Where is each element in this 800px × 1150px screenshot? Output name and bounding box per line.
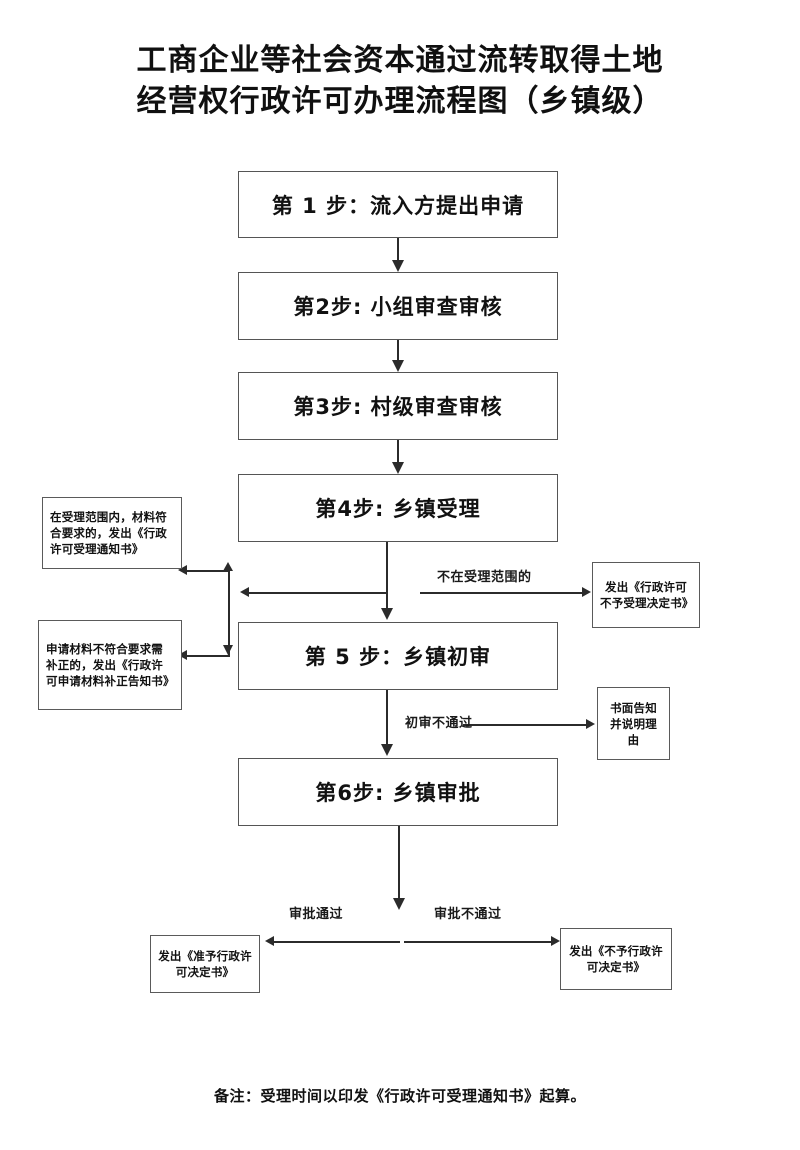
connector-correction-to-note <box>184 655 230 657</box>
arrowhead-correction-dropper <box>223 645 233 655</box>
step-2-box: 第2步: 小组审查审核 <box>238 272 558 340</box>
connector-approval-fail <box>404 941 552 943</box>
arrowhead-step6-split <box>393 898 405 910</box>
arrowhead-accept-to-note <box>178 565 187 575</box>
arrowhead-accept-riser <box>223 562 233 571</box>
connector-step2-step3 <box>397 340 399 362</box>
edge-label-not-in-scope: 不在受理范围的 <box>437 570 532 585</box>
connector-step4-step5 <box>386 542 388 610</box>
arrowhead-step1-step2 <box>392 260 404 272</box>
note-not-in-scope-result-text: 发出《行政许可不予受理决定书》 <box>600 580 694 610</box>
arrowhead-approval-fail <box>551 936 560 946</box>
connector-step6-split <box>398 826 400 902</box>
arrowhead-first-review-fail <box>586 719 595 729</box>
connector-approval-pass <box>272 941 400 943</box>
step-5-label: 第 5 步：乡镇初审 <box>304 645 492 669</box>
connector-accept-to-note <box>184 570 229 572</box>
note-accept-in-scope-text: 在受理范围内，材料符合要求的，发出《行政许可受理通知书》 <box>50 510 167 556</box>
arrowhead-step4-left-run <box>240 587 249 597</box>
arrowhead-step5-step6 <box>381 744 393 756</box>
note-approve-result: 发出《准予行政许可决定书》 <box>150 935 260 993</box>
edge-label-approval-fail: 审批不通过 <box>434 907 502 922</box>
connector-step1-step2 <box>397 238 399 262</box>
connector-correction-dropper <box>228 600 230 656</box>
arrowhead-step2-step3 <box>392 360 404 372</box>
step-3-box: 第3步: 村级审查审核 <box>238 372 558 440</box>
arrowhead-correction-to-note <box>178 650 187 660</box>
step-4-box: 第4步: 乡镇受理 <box>238 474 558 542</box>
footer-remark: 备注：受理时间以印发《行政许可受理通知书》起算。 <box>213 1087 586 1105</box>
connector-first-review-fail <box>463 724 588 726</box>
edge-label-approval-pass: 审批通过 <box>289 907 344 922</box>
step-6-label: 第6步: 乡镇审批 <box>315 781 481 805</box>
connector-step5-step6 <box>386 690 388 746</box>
arrowhead-step3-step4 <box>392 462 404 474</box>
note-reject-result-text: 发出《不予行政许可决定书》 <box>569 944 663 974</box>
note-need-correction: 申请材料不符合要求需补正的，发出《行政许可申请材料补正告知书》 <box>38 620 182 710</box>
step-5-box: 第 5 步：乡镇初审 <box>238 622 558 690</box>
page-title: 工商企业等社会资本通过流转取得土地 经营权行政许可办理流程图（乡镇级） <box>0 40 800 122</box>
note-not-in-scope-result: 发出《行政许可不予受理决定书》 <box>592 562 700 628</box>
step-6-box: 第6步: 乡镇审批 <box>238 758 558 826</box>
page-title-line-2: 经营权行政许可办理流程图（乡镇级） <box>136 84 664 119</box>
arrowhead-not-in-scope <box>582 587 591 597</box>
connector-step4-not-in-scope <box>420 592 583 594</box>
arrowhead-approval-pass <box>265 936 274 946</box>
note-written-notice-text: 书面告知并说明理由 <box>610 700 657 747</box>
note-need-correction-text: 申请材料不符合要求需补正的，发出《行政许可申请材料补正告知书》 <box>46 642 175 688</box>
step-2-label: 第2步: 小组审查审核 <box>293 295 503 319</box>
edge-label-first-review-fail: 初审不通过 <box>405 716 473 731</box>
page-title-line-1: 工商企业等社会资本通过流转取得土地 <box>136 43 664 78</box>
step-1-box: 第 1 步：流入方提出申请 <box>238 171 558 238</box>
note-reject-result: 发出《不予行政许可决定书》 <box>560 928 672 990</box>
note-written-notice: 书面告知并说明理由 <box>597 687 670 760</box>
step-3-label: 第3步: 村级审查审核 <box>293 395 503 419</box>
step-1-label: 第 1 步：流入方提出申请 <box>271 193 525 218</box>
step-4-label: 第4步: 乡镇受理 <box>315 497 481 521</box>
note-approve-result-text: 发出《准予行政许可决定书》 <box>158 949 252 979</box>
note-accept-in-scope: 在受理范围内，材料符合要求的，发出《行政许可受理通知书》 <box>42 497 182 569</box>
arrowhead-step4-step5 <box>381 608 393 620</box>
connector-step4-left-run <box>248 592 387 594</box>
connector-step3-step4 <box>397 440 399 464</box>
